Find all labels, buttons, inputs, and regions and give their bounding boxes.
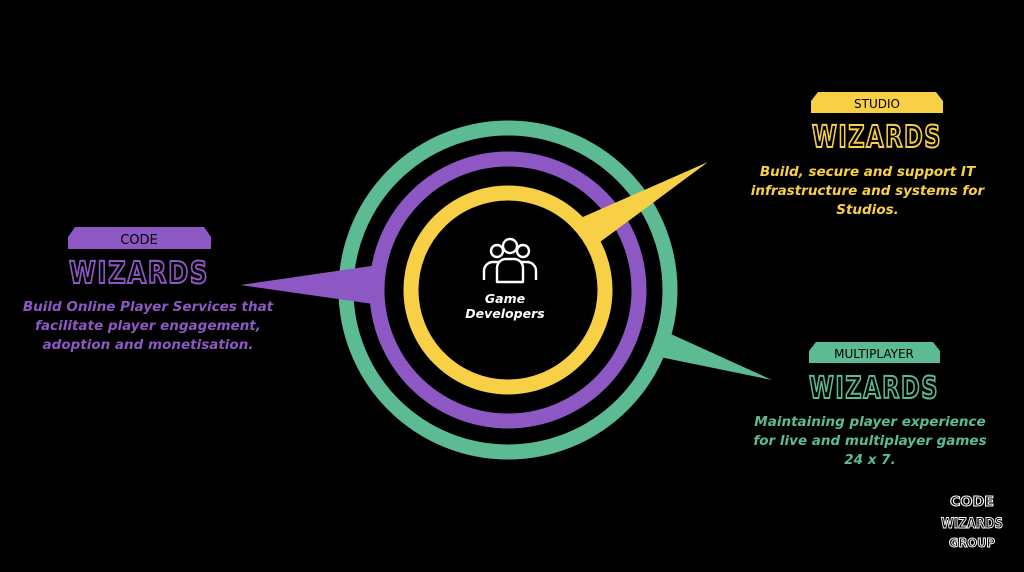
multiplayer-tag-text: MULTIPLAYER: [834, 347, 914, 361]
studio-description-line: infrastructure and systems for: [750, 183, 985, 199]
people-group-icon: [482, 237, 538, 284]
code-description: Build Online Player Services that facili…: [0, 298, 296, 355]
multiplayer-tag-badge: [809, 342, 940, 363]
code-description-line: adoption and monetisation.: [42, 337, 254, 353]
code-description-line: Build Online Player Services that: [22, 299, 274, 315]
studio-pointer: [576, 162, 708, 242]
group-logo-line3: GROUP: [949, 536, 995, 550]
multiplayer-pointer: [650, 330, 772, 380]
studio-tag-badge: [811, 92, 943, 113]
studio-logo-text: WIZARDS: [812, 120, 942, 155]
studio-ring: [403, 185, 613, 395]
code-wizards-logo: CODE WIZARDS: [68, 227, 211, 292]
code-tag-text: CODE: [120, 233, 158, 248]
code-pointer: [240, 265, 380, 305]
multiplayer-logo-text: WIZARDS: [809, 371, 939, 406]
group-logo-line2: WIZARDS: [941, 516, 1003, 532]
studio-description-line: Studios.: [836, 202, 899, 218]
center-label-line2: Developers: [465, 306, 545, 321]
code-description-line: facilitate player engagement,: [35, 318, 261, 334]
group-logo-line1: CODE: [950, 495, 994, 510]
code-wizards-group-logo: CODE WIZARDS GROUP: [941, 495, 1004, 551]
multiplayer-description-line: for live and multiplayer games: [753, 433, 987, 449]
multiplayer-description-line: 24 x 7.: [844, 452, 896, 468]
multiplayer-wizards-logo: MULTIPLAYER WIZARDS: [808, 342, 940, 407]
code-logo-text: WIZARDS: [69, 256, 209, 291]
multiplayer-ring: [338, 120, 678, 460]
studio-tag-text: STUDIO: [854, 97, 900, 111]
studio-wizards-logo: STUDIO WIZARDS: [811, 92, 943, 156]
studio-description: Build, secure and support IT infrastruct…: [740, 163, 995, 220]
code-tag-badge: [68, 227, 211, 249]
center-label: Game Developers: [430, 291, 580, 321]
multiplayer-description-line: Maintaining player experience: [754, 414, 986, 430]
multiplayer-description: Maintaining player experience for live a…: [725, 413, 1015, 470]
center-label-line1: Game: [484, 291, 526, 306]
studio-description-line: Build, secure and support IT: [759, 164, 976, 180]
